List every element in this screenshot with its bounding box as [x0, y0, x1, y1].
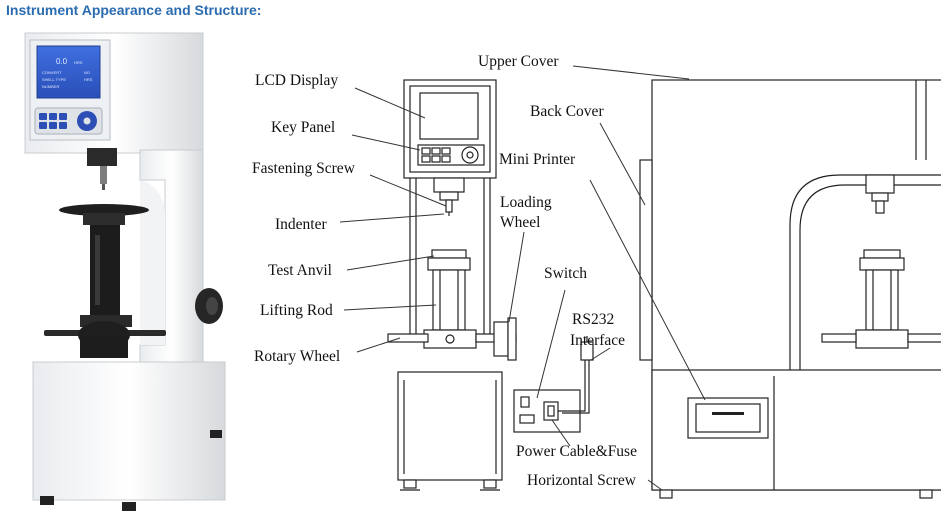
lcd-unit: HRS [74, 60, 83, 65]
label-test-anvil: Test Anvil [268, 262, 332, 279]
lifting-rod-photo [90, 225, 120, 315]
foot [210, 430, 222, 438]
instrument-photo: 0.0 HRS CONVERT SHELL TYPE NUMBER NO HRS [24, 32, 226, 511]
lcd-line: NUMBER [42, 84, 59, 89]
label-lifting-rod: Lifting Rod [260, 302, 333, 319]
front-view-drawing [387, 79, 517, 491]
label-horizontal-screw: Horizontal Screw [527, 472, 637, 489]
key-panel-drawing [417, 144, 485, 166]
key-button[interactable] [59, 122, 67, 129]
rear-panel-detail [513, 336, 594, 433]
label-key-panel: Key Panel [271, 119, 335, 136]
label-lcd-display: LCD Display [255, 72, 338, 89]
test-anvil-drawing [431, 249, 467, 259]
side-view-drawing [639, 79, 941, 499]
key-button[interactable] [59, 113, 67, 120]
mini-printer-drawing [687, 397, 769, 439]
label-switch: Switch [544, 265, 587, 282]
lifting-rod-drawing [432, 269, 466, 331]
indenter-tip [102, 184, 105, 190]
label-loading-wheel-line1: Loading [500, 194, 552, 211]
label-mini-printer: Mini Printer [499, 151, 576, 168]
power-socket-drawing [543, 401, 559, 421]
anvil-plate [59, 204, 149, 216]
leader-lines [339, 65, 706, 491]
key-button[interactable] [49, 113, 57, 120]
label-rs232-line1: RS232 [572, 311, 614, 328]
key-button[interactable] [49, 122, 57, 129]
spindle [87, 148, 117, 166]
label-indenter: Indenter [275, 216, 327, 233]
foot [40, 496, 54, 505]
label-upper-cover: Upper Cover [478, 53, 559, 70]
switch-drawing [520, 396, 530, 408]
label-fastening-screw: Fastening Screw [252, 160, 356, 177]
loading-wheel-drawing [493, 321, 509, 357]
lcd-screen [36, 45, 101, 99]
key-button[interactable] [39, 113, 47, 120]
lcd-line: CONVERT [42, 70, 62, 75]
lcd-line: SHELL TYPE [42, 77, 66, 82]
rotary-wheel-drawing [423, 329, 477, 349]
label-back-cover: Back Cover [530, 103, 604, 120]
lcd-line: HRS [84, 77, 93, 82]
lcd-line: NO [84, 70, 90, 75]
label-rotary-wheel: Rotary Wheel [254, 348, 340, 365]
label-power-cable-fuse: Power Cable&Fuse [516, 443, 637, 460]
labels: LCD Display Key Panel Fastening Screw In… [252, 53, 637, 489]
lcd-display-drawing [419, 92, 479, 140]
page-title: Instrument Appearance and Structure: [6, 2, 262, 18]
label-rs232-line2: Interface [570, 332, 625, 349]
foot [122, 502, 136, 511]
key-button[interactable] [39, 122, 47, 129]
label-loading-wheel-line2: Wheel [500, 214, 540, 231]
lcd-value: 0.0 [56, 57, 68, 66]
